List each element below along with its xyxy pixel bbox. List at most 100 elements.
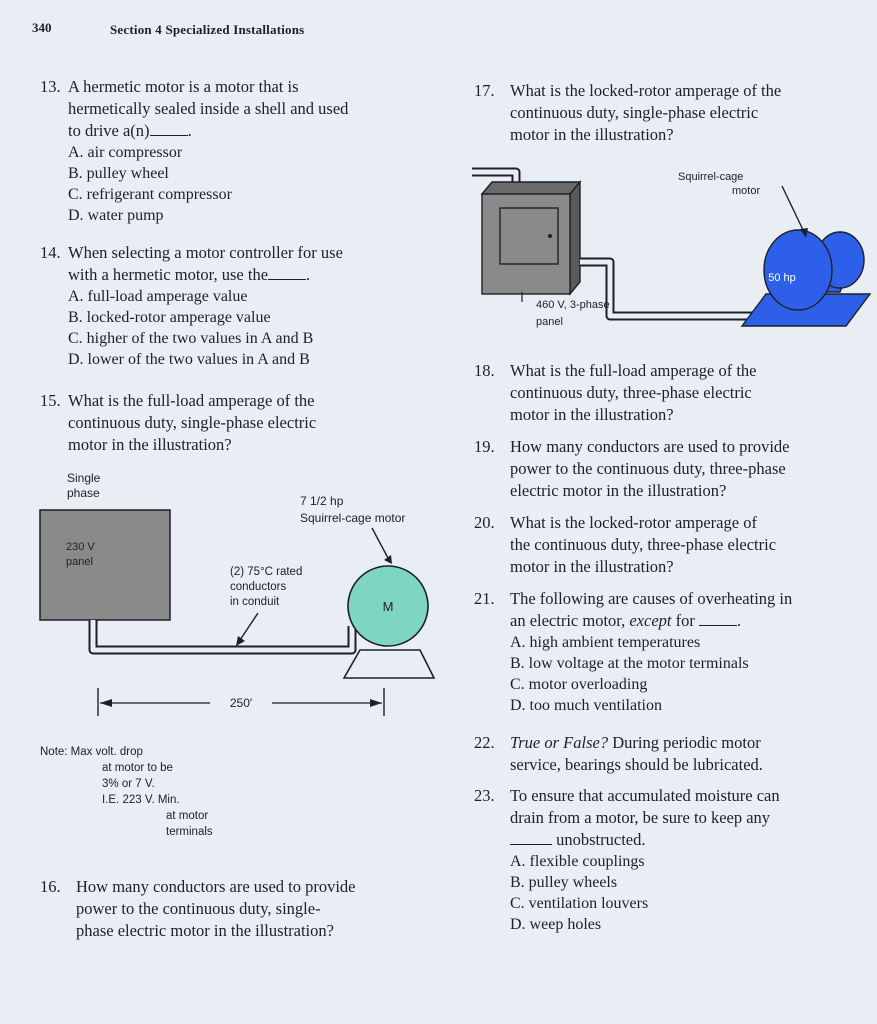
question-line: to drive a(n). [68, 121, 192, 140]
motor-hp-label: 7 1/2 hp [300, 494, 344, 508]
option: C. refrigerant compressor [68, 186, 232, 203]
question-line: How many conductors are used to provide [76, 877, 356, 896]
note-line: Note: Max volt. drop [40, 746, 143, 758]
answer-blank [149, 123, 188, 136]
single-phase-motor [347, 565, 429, 647]
question-20: 20. What is the locked-rotor amperage of… [474, 512, 874, 578]
question-17: 17. What is the locked-rotor amperage of… [474, 80, 874, 146]
question-number: 15. [40, 391, 61, 410]
option: C. higher of the two values in A and B [68, 330, 314, 347]
option: B. pulley wheel [68, 165, 169, 182]
distance-label: 250′ [230, 696, 253, 710]
question-19: 19. How many conductors are used to prov… [474, 436, 877, 502]
question-line: motor in the illustration? [510, 557, 674, 576]
option: A. full-load amperage value [68, 288, 248, 305]
question-number: 21. [474, 589, 495, 608]
question-number: 14. [40, 243, 61, 262]
question-line: with a hermetic motor, use the. [68, 265, 311, 284]
question-number: 19. [474, 437, 495, 456]
question-13: 13. A hermetic motor is a motor that is … [40, 76, 440, 226]
question-line: service, bearings should be lubricated. [510, 755, 763, 774]
option: B. pulley wheels [510, 874, 618, 891]
option: B. locked-rotor amperage value [68, 309, 271, 326]
question-22: 22. True or False? During periodic motor… [474, 732, 874, 776]
three-phase-motor [763, 229, 833, 311]
question-line: What is the locked-rotor amperage of the [510, 81, 782, 100]
option: C. ventilation louvers [510, 895, 649, 912]
option: D. too much ventilation [510, 697, 662, 714]
question-number: 22. [474, 733, 495, 752]
question-line: an electric motor, except for . [510, 611, 742, 630]
question-number: 20. [474, 513, 495, 532]
question-line: motor in the illustration? [510, 405, 674, 424]
single-phase-label: phase [67, 486, 100, 500]
question-line: What is the locked-rotor amperage of [510, 513, 757, 532]
motor-letter: M [383, 599, 394, 614]
option: B. low voltage at the motor terminals [510, 655, 749, 672]
question-16: 16. How many conductors are used to prov… [40, 876, 460, 942]
question-line: The following are causes of overheating … [510, 589, 793, 608]
note-line: I.E. 223 V. Min. [102, 794, 180, 806]
single-phase-label: Single [67, 471, 101, 485]
question-line: the continuous duty, three-phase electri… [510, 535, 777, 554]
question-line: electric motor in the illustration? [510, 481, 727, 500]
panel-460v [481, 193, 571, 295]
panel-label: panel [536, 316, 563, 328]
question-line: drain from a motor, be sure to keep any [510, 808, 771, 827]
option: D. weep holes [510, 916, 602, 933]
option: D. water pump [68, 207, 164, 224]
question-15: 15. What is the full-load amperage of th… [40, 390, 440, 456]
question-21: 21. The following are causes of overheat… [474, 588, 877, 716]
answer-blank [699, 613, 738, 626]
question-line: unobstructed. [510, 829, 874, 851]
option: A. air compressor [68, 144, 183, 161]
motor-type-label: Squirrel-cage [678, 171, 743, 183]
motor-type-label: motor [732, 185, 760, 197]
conductor-label: (2) 75°C rated [230, 566, 302, 578]
question-18: 18. What is the full-load amperage of th… [474, 360, 874, 426]
question-line: hermetically sealed inside a shell and u… [68, 99, 349, 118]
page-number: 340 [32, 20, 52, 35]
question-number: 23. [474, 786, 495, 805]
question-line: motor in the illustration? [510, 125, 674, 144]
motor-base [342, 649, 436, 679]
question-23: 23. To ensure that accumulated moisture … [474, 785, 874, 935]
section-title: Section 4 Specialized Installations [110, 22, 305, 37]
question-line: continuous duty, three-phase electric [510, 383, 752, 402]
question-number: 18. [474, 361, 495, 380]
answer-blank [510, 832, 552, 845]
motor-hp-badge: 50 hp [768, 272, 796, 284]
question-line: What is the full-load amperage of the [510, 361, 757, 380]
three-phase-diagram: 50 hp Squirrel-cage motor 460 V, 3-phase… [472, 167, 872, 328]
note-line: 3% or 7 V. [102, 778, 155, 790]
option: A. high ambient temperatures [510, 634, 701, 651]
panel-voltage-label: 460 V, 3-phase [536, 299, 610, 311]
panel-label: panel [66, 556, 93, 568]
panel-voltage-label: 230 V [66, 541, 95, 553]
question-number: 17. [474, 81, 495, 100]
question-line: When selecting a motor controller for us… [68, 243, 343, 262]
option: C. motor overloading [510, 676, 648, 693]
question-number: 13. [40, 77, 61, 96]
question-line: power to the continuous duty, single- [76, 899, 321, 918]
question-line: True or False? During periodic motor [510, 733, 761, 752]
question-line: continuous duty, single-phase electric [510, 103, 759, 122]
question-line: motor in the illustration? [68, 435, 232, 454]
conductor-label: in conduit [230, 596, 280, 608]
note-line: terminals [166, 826, 213, 838]
question-line: How many conductors are used to provide [510, 437, 790, 456]
option: D. lower of the two values in A and B [68, 351, 310, 368]
answer-blank [268, 267, 307, 280]
panel-230v [39, 509, 171, 621]
question-line: A hermetic motor is a motor that is [68, 77, 299, 96]
question-line: phase electric motor in the illustration… [76, 921, 334, 940]
single-phase-diagram: Single phase 7 1/2 hp Squirrel-cage moto… [39, 471, 436, 838]
motor-type-label: Squirrel-cage motor [300, 511, 405, 525]
note-line: at motor to be [102, 762, 173, 774]
question-line: continuous duty, single-phase electric [68, 413, 317, 432]
question-14: 14. When selecting a motor controller fo… [40, 242, 440, 370]
question-line: What is the full-load amperage of the [68, 391, 315, 410]
option: A. flexible couplings [510, 853, 645, 870]
conduit [88, 620, 357, 655]
question-line: power to the continuous duty, three-phas… [510, 459, 786, 478]
